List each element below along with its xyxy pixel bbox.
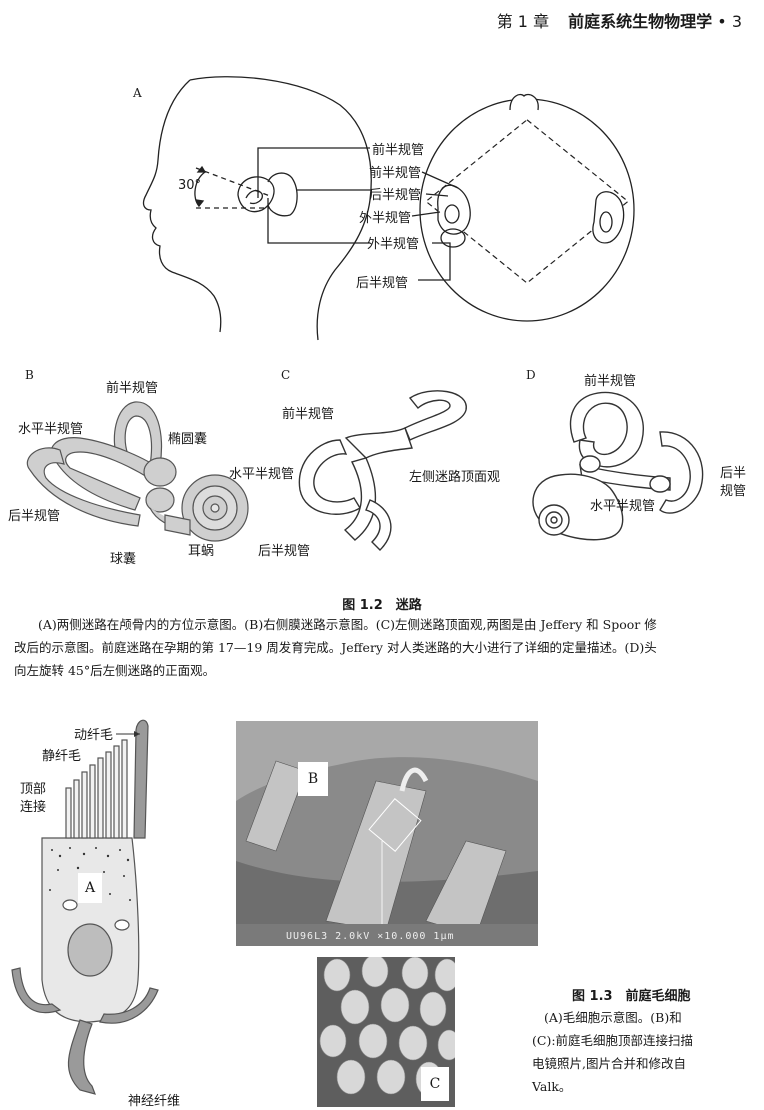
fig12-caption-line: 向左旋转 45°后左侧迷路的正面观。 xyxy=(14,663,216,678)
fig13-sem-scale-text: UU96L3 2.0kV ×10.000 1μm xyxy=(286,931,455,942)
fig12-b-cochlea: 耳蜗 xyxy=(188,544,215,559)
fig12-panel-a-letter: A xyxy=(133,86,142,100)
fig12-a-label-5: 外半规管 xyxy=(367,237,420,252)
fig13-sem-photo-b: UU96L3 2.0kV ×10.000 1μm B xyxy=(236,721,538,946)
fig12-d-horizontal: 水平半规管 xyxy=(590,499,656,514)
fig13-hair-cell-drawing xyxy=(11,719,159,1095)
chapter-title: 前庭系统生物物理学 xyxy=(568,12,713,31)
fig13-caption-line: 电镜照片,图片合并和修改自 xyxy=(532,1056,686,1071)
fig12-b-posterior: 后半规管 xyxy=(8,509,61,524)
fig12-d-posterior-2: 规管 xyxy=(720,484,747,499)
fig13-kinocilium-label: 动纤毛 xyxy=(74,728,114,743)
page-header: 第 1 章 前庭系统生物物理学 • 3 xyxy=(497,8,742,32)
fig12-panel-b-letter: B xyxy=(25,368,34,382)
fig13-caption-line: (A)毛细胞示意图。(B)和 xyxy=(544,1010,682,1025)
fig13-caption-line: (C):前庭毛细胞顶部连接扫描 xyxy=(532,1033,694,1048)
fig13-tip-link-label-2: 连接 xyxy=(20,800,47,815)
fig12-b-utricle: 椭圆囊 xyxy=(168,432,208,447)
fig12-caption-line: (A)两侧迷路在颅骨内的方位示意图。(B)右侧膜迷路示意图。(C)左侧迷路顶面观… xyxy=(38,617,657,632)
fig13-caption-line: Valk。 xyxy=(532,1079,572,1094)
fig13-nerve-label: 神经纤维 xyxy=(128,1094,181,1109)
fig12-a-label-2: 前半规管 xyxy=(369,166,422,181)
fig12-panel-c-drawing xyxy=(298,390,467,551)
page-number: 3 xyxy=(731,12,742,31)
fig12-d-posterior-1: 后半 xyxy=(720,466,747,481)
fig12-d-anterior: 前半规管 xyxy=(584,374,637,389)
fig13-panel-c-tag: C xyxy=(421,1067,449,1101)
fig12-caption-line: 改后的示意图。前庭迷路在孕期的第 17—19 周发育完成。Jeffery 对人类… xyxy=(14,640,657,655)
fig12-panel-c-letter: C xyxy=(281,368,291,382)
chapter-number: 第 1 章 xyxy=(496,12,550,31)
fig13-caption-body: (A)毛细胞示意图。(B)和 (C):前庭毛细胞顶部连接扫描 电镜照片,图片合并… xyxy=(532,1006,754,1098)
header-separator: • xyxy=(717,12,727,31)
face-profile xyxy=(142,79,222,333)
head-back-outline xyxy=(189,76,372,341)
fig13-stereocilia-label: 静纤毛 xyxy=(42,749,82,764)
fig13-panel-b-tag: B xyxy=(298,762,328,796)
fig12-panel-d-letter: D xyxy=(526,368,536,382)
fig12-panel-b-drawing xyxy=(26,401,249,542)
fig12-c-anterior: 前半规管 xyxy=(282,407,335,422)
fig13-sem-photo-c: C xyxy=(317,957,455,1107)
fig13-caption-title: 图 1.3 前庭毛细胞 xyxy=(572,989,691,1004)
fig12-a-label-3: 后半规管 xyxy=(369,188,422,203)
fig12-c-posterior: 后半规管 xyxy=(258,544,311,559)
fig12-panel-d-drawing xyxy=(532,391,704,541)
fig12-c-view: 左侧迷路顶面观 xyxy=(409,470,501,485)
fig12-caption-body: (A)两侧迷路在颅骨内的方位示意图。(B)右侧膜迷路示意图。(C)左侧迷路顶面观… xyxy=(14,613,754,682)
fig12-c-horizontal: 水平半规管 xyxy=(229,467,295,482)
fig12-b-saccule: 球囊 xyxy=(110,552,137,567)
fig13-tip-link-label-1: 顶部 xyxy=(20,782,47,797)
fig13-panel-a-tag: A xyxy=(78,873,102,903)
fig12-a-label-6: 后半规管 xyxy=(356,276,409,291)
fig12-panel-a-drawing xyxy=(142,76,635,341)
fig12-b-horizontal: 水平半规管 xyxy=(18,422,84,437)
fig12-angle-label: 30° xyxy=(178,178,202,193)
fig12-a-label-1: 前半规管 xyxy=(372,143,425,158)
fig12-caption-title: 图 1.2 迷路 xyxy=(342,598,422,613)
fig12-b-anterior: 前半规管 xyxy=(106,381,159,396)
fig12-a-label-4: 外半规管 xyxy=(359,211,412,226)
